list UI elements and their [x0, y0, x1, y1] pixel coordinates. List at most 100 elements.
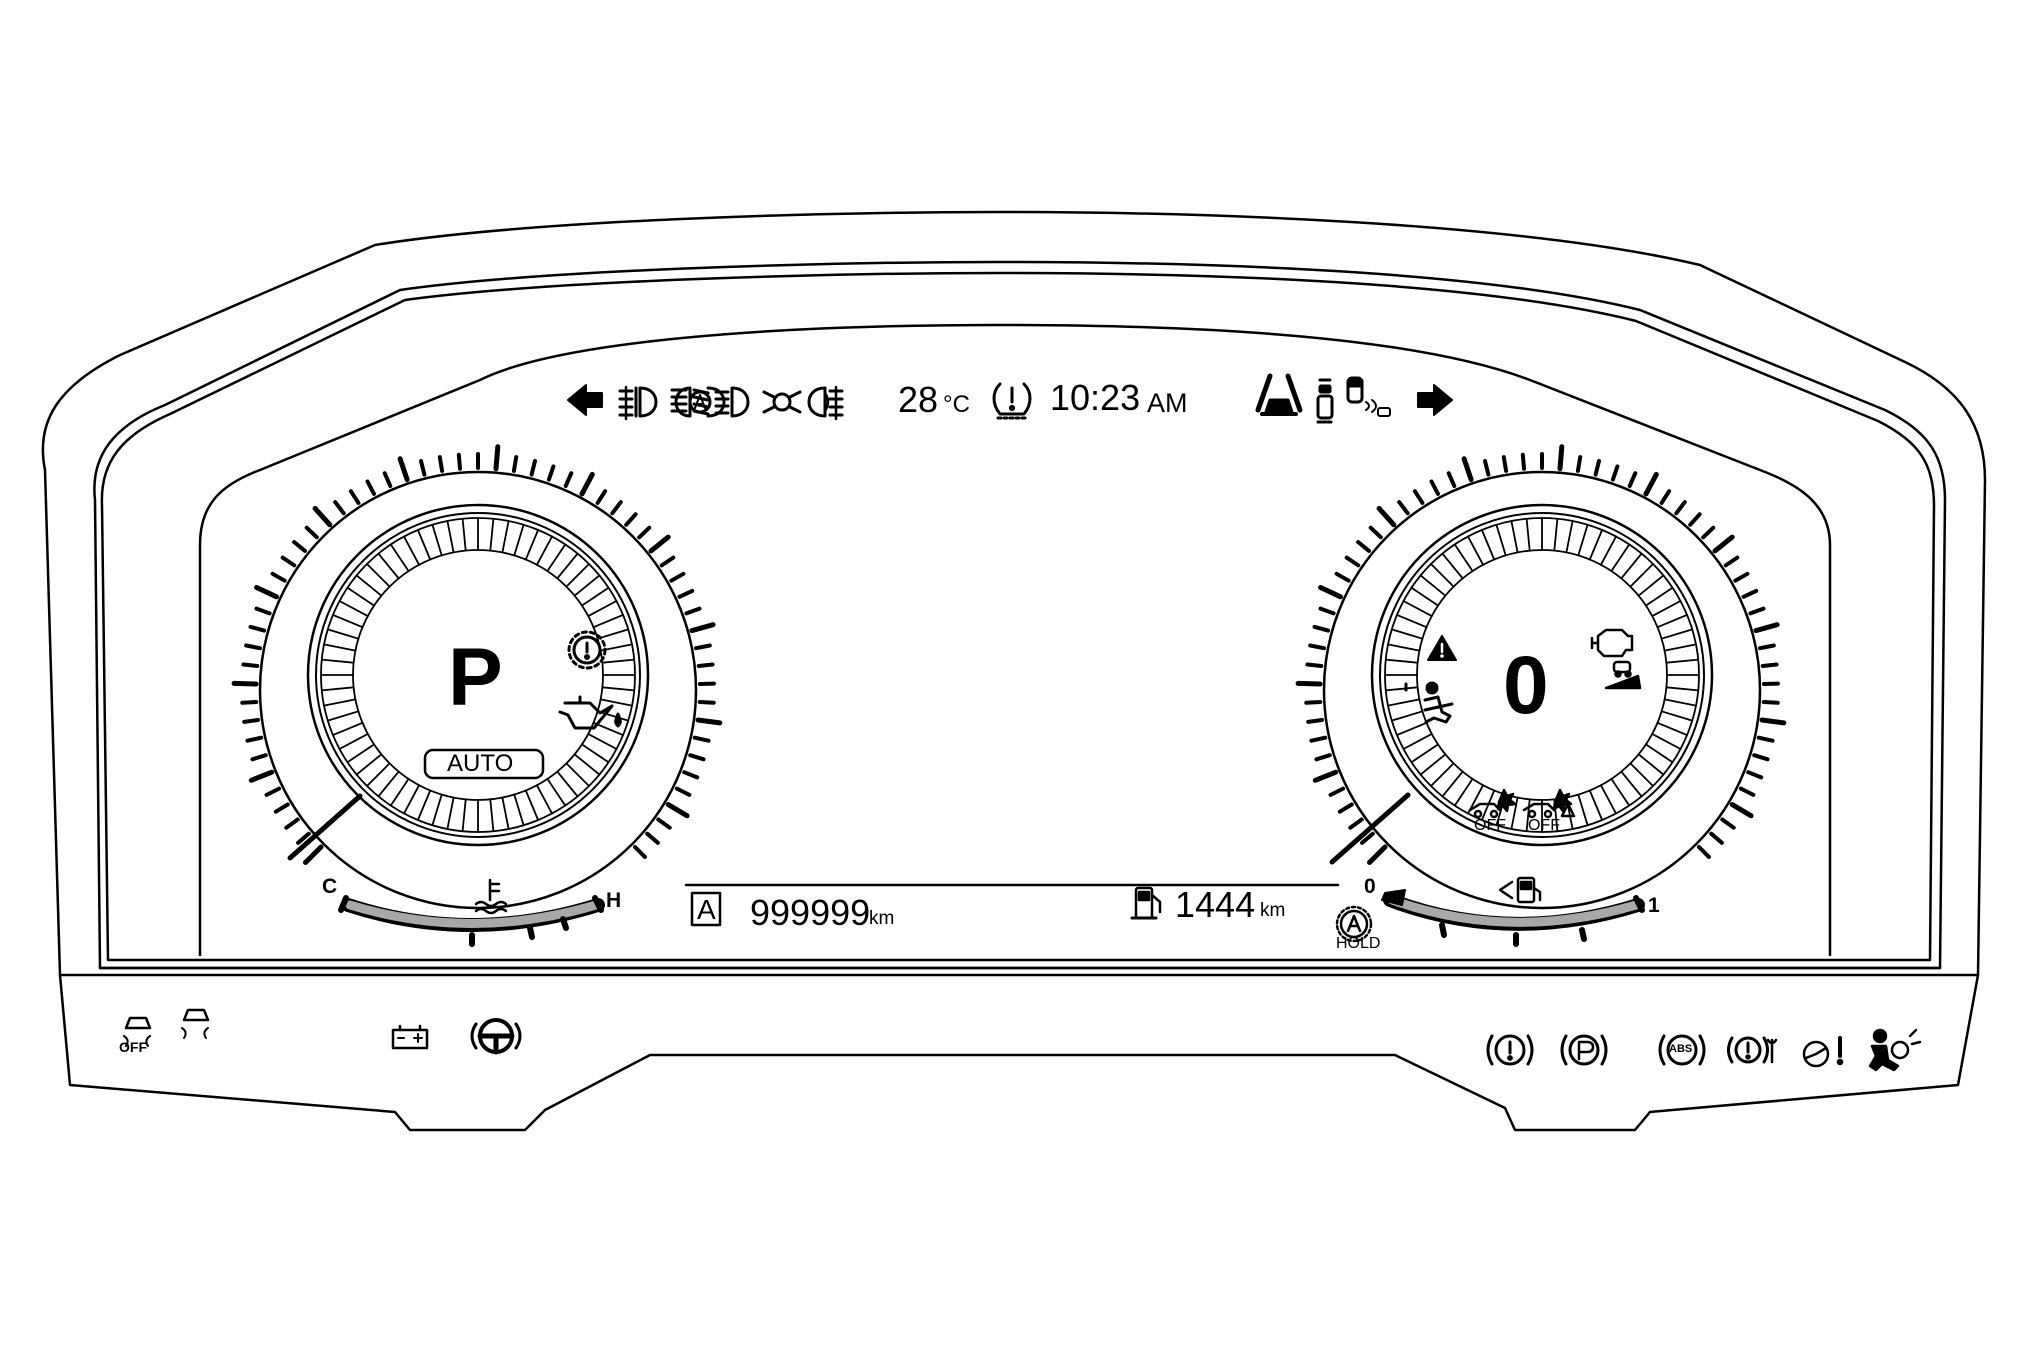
right-gauge-rim [1322, 470, 1762, 910]
gauge-tick [270, 571, 287, 583]
gauge-cell-divider [332, 721, 364, 736]
gauge-tick [1337, 802, 1354, 814]
auto-hold-icon [1335, 905, 1373, 943]
gauge-tick [1446, 471, 1457, 489]
gauge-tick [692, 735, 711, 743]
gauge-tick [697, 700, 716, 705]
gauge-cell-divider [1387, 698, 1421, 707]
gauge-tick [1643, 471, 1659, 497]
gauge-tick [1748, 606, 1766, 616]
gauge-tick [244, 643, 262, 651]
gauge-tick [348, 489, 361, 505]
gauge-tick [1761, 700, 1780, 705]
left-inner-cell-ring [320, 517, 636, 833]
gauge-tick [677, 588, 695, 599]
check-engine-icon [1590, 628, 1634, 658]
gauge-tick [1501, 455, 1509, 473]
left-gauge-needle [287, 793, 363, 861]
speed-readout: 0 [1503, 640, 1549, 731]
fuel-pump-icon [1498, 876, 1542, 904]
gauge-cell-divider [546, 778, 567, 807]
gauge-cell-divider [1637, 753, 1665, 776]
fuel-full-label: 1 [1648, 894, 1660, 917]
gauge-tick [1348, 817, 1364, 830]
gauge-tick [688, 753, 706, 762]
gauge-cell-divider [546, 543, 567, 572]
right-gauge-needle [1329, 792, 1411, 865]
gauge-cell-divider [489, 517, 495, 552]
gauge-cell-divider [1665, 658, 1700, 664]
gauge-cell-divider [1610, 778, 1631, 807]
gauge-tick [240, 700, 259, 705]
gauge-tick [1575, 455, 1583, 473]
gauge-tick [1312, 624, 1331, 633]
steering-warning-icon [470, 1018, 522, 1055]
gauge-tick [280, 555, 297, 568]
gauge-tick [382, 471, 393, 489]
gauge-cell-divider [1510, 796, 1519, 830]
gauge-cell-divider [599, 698, 633, 707]
gauge-cell-divider [1665, 686, 1700, 692]
gauge-tick [637, 525, 652, 540]
gauge-tick [1304, 700, 1323, 705]
gauge-cell-divider [355, 574, 383, 597]
gauge-cell-divider [320, 658, 355, 664]
gauge-tick [1746, 770, 1764, 780]
gauge-tick [254, 606, 272, 616]
gauge-cell-divider [338, 600, 369, 617]
gauge-cell-divider [346, 586, 376, 607]
gauge-tick [694, 643, 712, 651]
gauge-tick [1557, 444, 1565, 472]
gauge-tick [1720, 817, 1736, 830]
gauge-cell-divider [1510, 520, 1519, 554]
gauge-tick [1593, 459, 1601, 477]
gauge-tick [645, 831, 660, 845]
gauge-cell-divider [1651, 733, 1682, 750]
gauge-tick [1412, 489, 1425, 505]
gauge-cell-divider [1660, 710, 1694, 722]
fuel-level-arc [1387, 895, 1641, 927]
right-gauge-bezel-inner [1379, 512, 1705, 838]
gauge-tick [1309, 735, 1328, 743]
gauge-tick [231, 680, 259, 687]
gauge-tick [437, 455, 445, 473]
gauge-tick [248, 624, 267, 633]
gauge-cell-divider [377, 552, 400, 580]
gauge-cell-divider [1419, 574, 1447, 597]
gauge-tick [1759, 717, 1787, 726]
gauge-tick [292, 540, 307, 553]
gauge-tick [1674, 500, 1687, 516]
gauge-cell-divider [446, 520, 455, 554]
gauge-cell-divider [338, 733, 369, 750]
gear-mode-label: AUTO [447, 750, 514, 777]
gauge-cell-divider [592, 614, 624, 629]
gauge-cell-divider [536, 535, 553, 566]
range-fuel-pump-icon [1130, 886, 1162, 920]
gauge-cell-divider [1441, 770, 1464, 798]
gauge-cell-divider [1620, 552, 1643, 580]
gauge-cell-divider [1651, 600, 1682, 617]
abs-warning-icon [1658, 1034, 1706, 1066]
gauge-cell-divider [431, 523, 443, 557]
gauge-tick [1758, 643, 1776, 651]
gauge-tick [1483, 459, 1491, 477]
gauge-cell-divider [416, 529, 432, 561]
gauge-tick [1753, 622, 1780, 634]
gauge-tick [312, 505, 333, 528]
lane-departure-off-label: OFF [1528, 817, 1560, 834]
gauge-cell-divider [1453, 543, 1474, 572]
gauge-tick [397, 456, 410, 483]
gauge-tick [610, 500, 623, 516]
trip-a-box [690, 891, 722, 927]
gauge-tick [250, 753, 268, 762]
gauge-tick [1367, 844, 1388, 865]
gauge-tick [579, 471, 595, 497]
gauge-cell-divider [587, 600, 618, 617]
gauge-cell-divider [1396, 614, 1428, 629]
blind-spot-monitor-icon [1316, 378, 1334, 424]
outside-temperature-unit: °C [943, 391, 970, 418]
gauge-cell-divider [501, 520, 510, 554]
gauge-cell-divider [366, 762, 391, 787]
airbag-warning-icon [1868, 1028, 1922, 1072]
gauge-cell-divider [1577, 793, 1589, 827]
